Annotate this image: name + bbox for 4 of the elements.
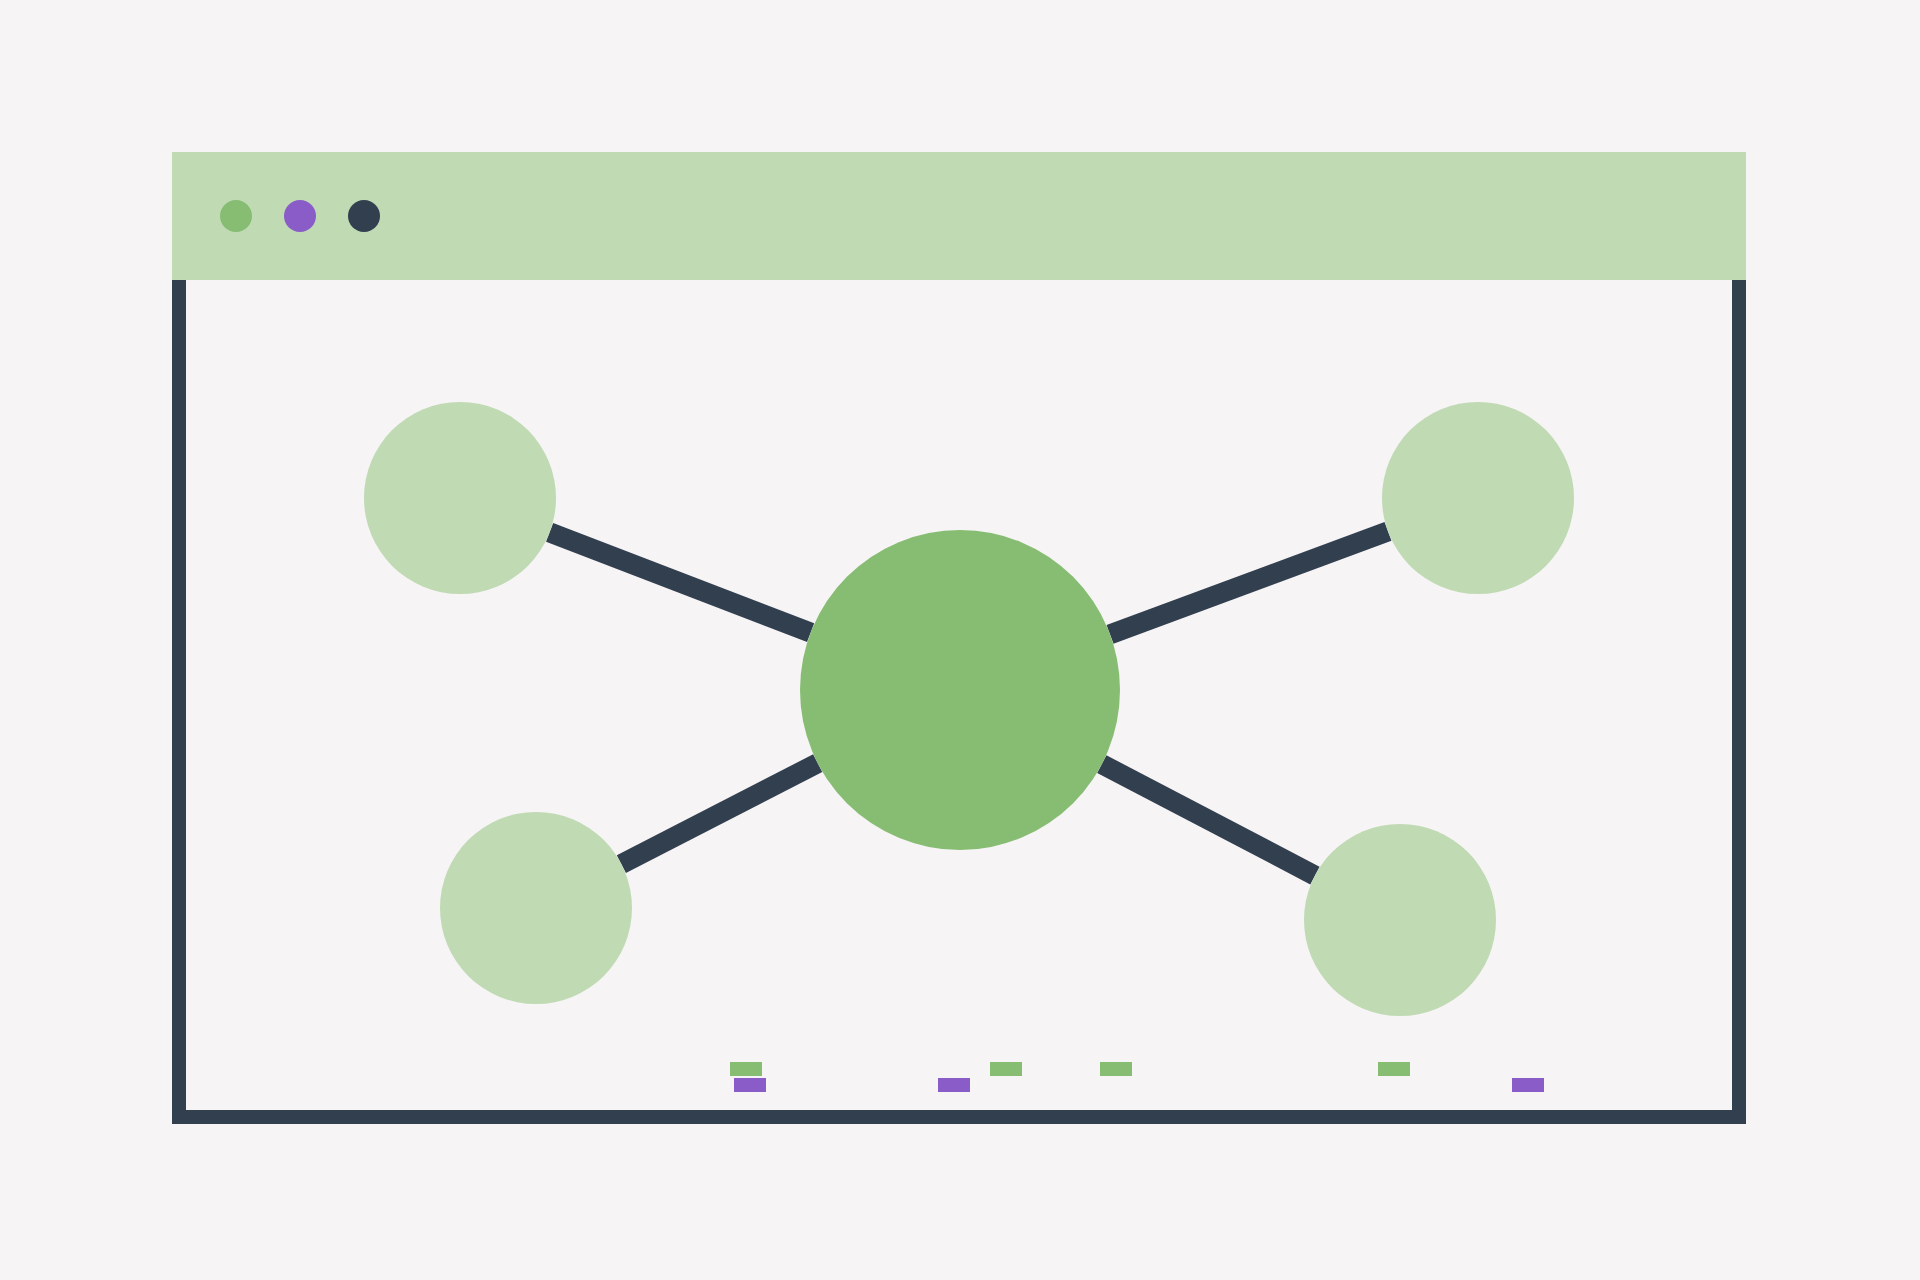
connector-line [1097, 755, 1320, 885]
connector-line [546, 523, 815, 642]
connector-line [1106, 522, 1392, 644]
connector-line [616, 754, 823, 873]
